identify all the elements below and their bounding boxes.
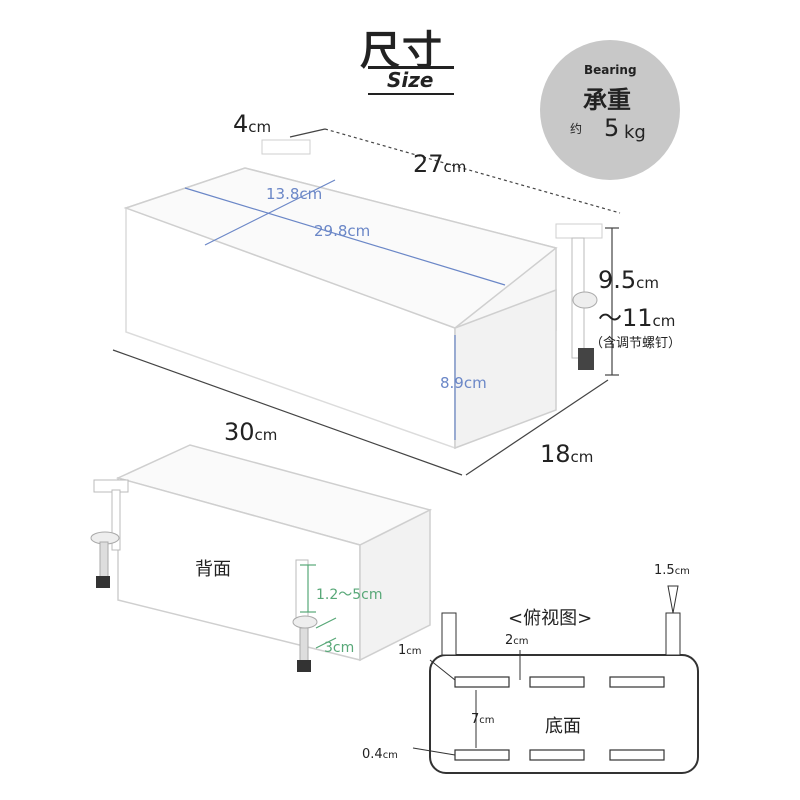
clamp-tab-right (555, 223, 603, 239)
dimension-lines (112, 128, 621, 476)
dim-width: 18cm (540, 440, 594, 468)
dim-clamp-depth: 3cm (324, 640, 355, 656)
dim-slot-width: 0.4cm (362, 747, 398, 762)
dim-height-min: 9.5cm (598, 266, 660, 294)
back-clamp-right (292, 559, 318, 672)
title-rule (368, 66, 454, 69)
badge-weight-unit: kg (624, 122, 646, 143)
badge-weight-prefix: 约 (570, 122, 583, 136)
dim-inner-length: 29.8cm (314, 222, 371, 240)
back-view-label: 背面 (195, 559, 231, 580)
clamp-dimension-lines (300, 564, 337, 649)
dim-slot-spacing: 7cm (471, 712, 495, 727)
back-clamp-left (90, 479, 129, 588)
subtitle-rule (368, 93, 454, 95)
dim-clamp-width: 4cm (233, 110, 272, 138)
page-subtitle: Size (387, 68, 434, 92)
dim-pin-length: 1.5cm (654, 563, 690, 578)
dim-inner-height: 8.9cm (440, 374, 487, 392)
right-clamp-screw (571, 237, 598, 370)
dim-inner-width: 13.8cm (266, 185, 323, 203)
dim-slot-gap: 2cm (505, 633, 529, 648)
dim-length: 30cm (224, 418, 278, 446)
top-view-drawing (412, 585, 699, 774)
top-view-title: <俯视图> (508, 608, 593, 629)
badge-bearing-label: Bearing (584, 63, 637, 77)
dim-height-max: ～11cm (598, 304, 676, 332)
dim-clamp-range: 1.2～5cm (316, 587, 383, 603)
dim-depth-top: 27cm (413, 150, 467, 178)
dim-height-note: （含调节螺钉） (590, 336, 682, 351)
badge-weight-value: 5 (604, 114, 620, 142)
load-badge (540, 40, 680, 180)
dim-corner: 1cm (398, 643, 422, 658)
back-box (115, 444, 433, 662)
main-box (123, 167, 558, 450)
badge-main-label: 承重 (583, 86, 631, 114)
inner-dimension-lines (184, 179, 506, 440)
top-view-bottom-label: 底面 (545, 716, 581, 737)
clamp-tab-left (261, 139, 311, 155)
